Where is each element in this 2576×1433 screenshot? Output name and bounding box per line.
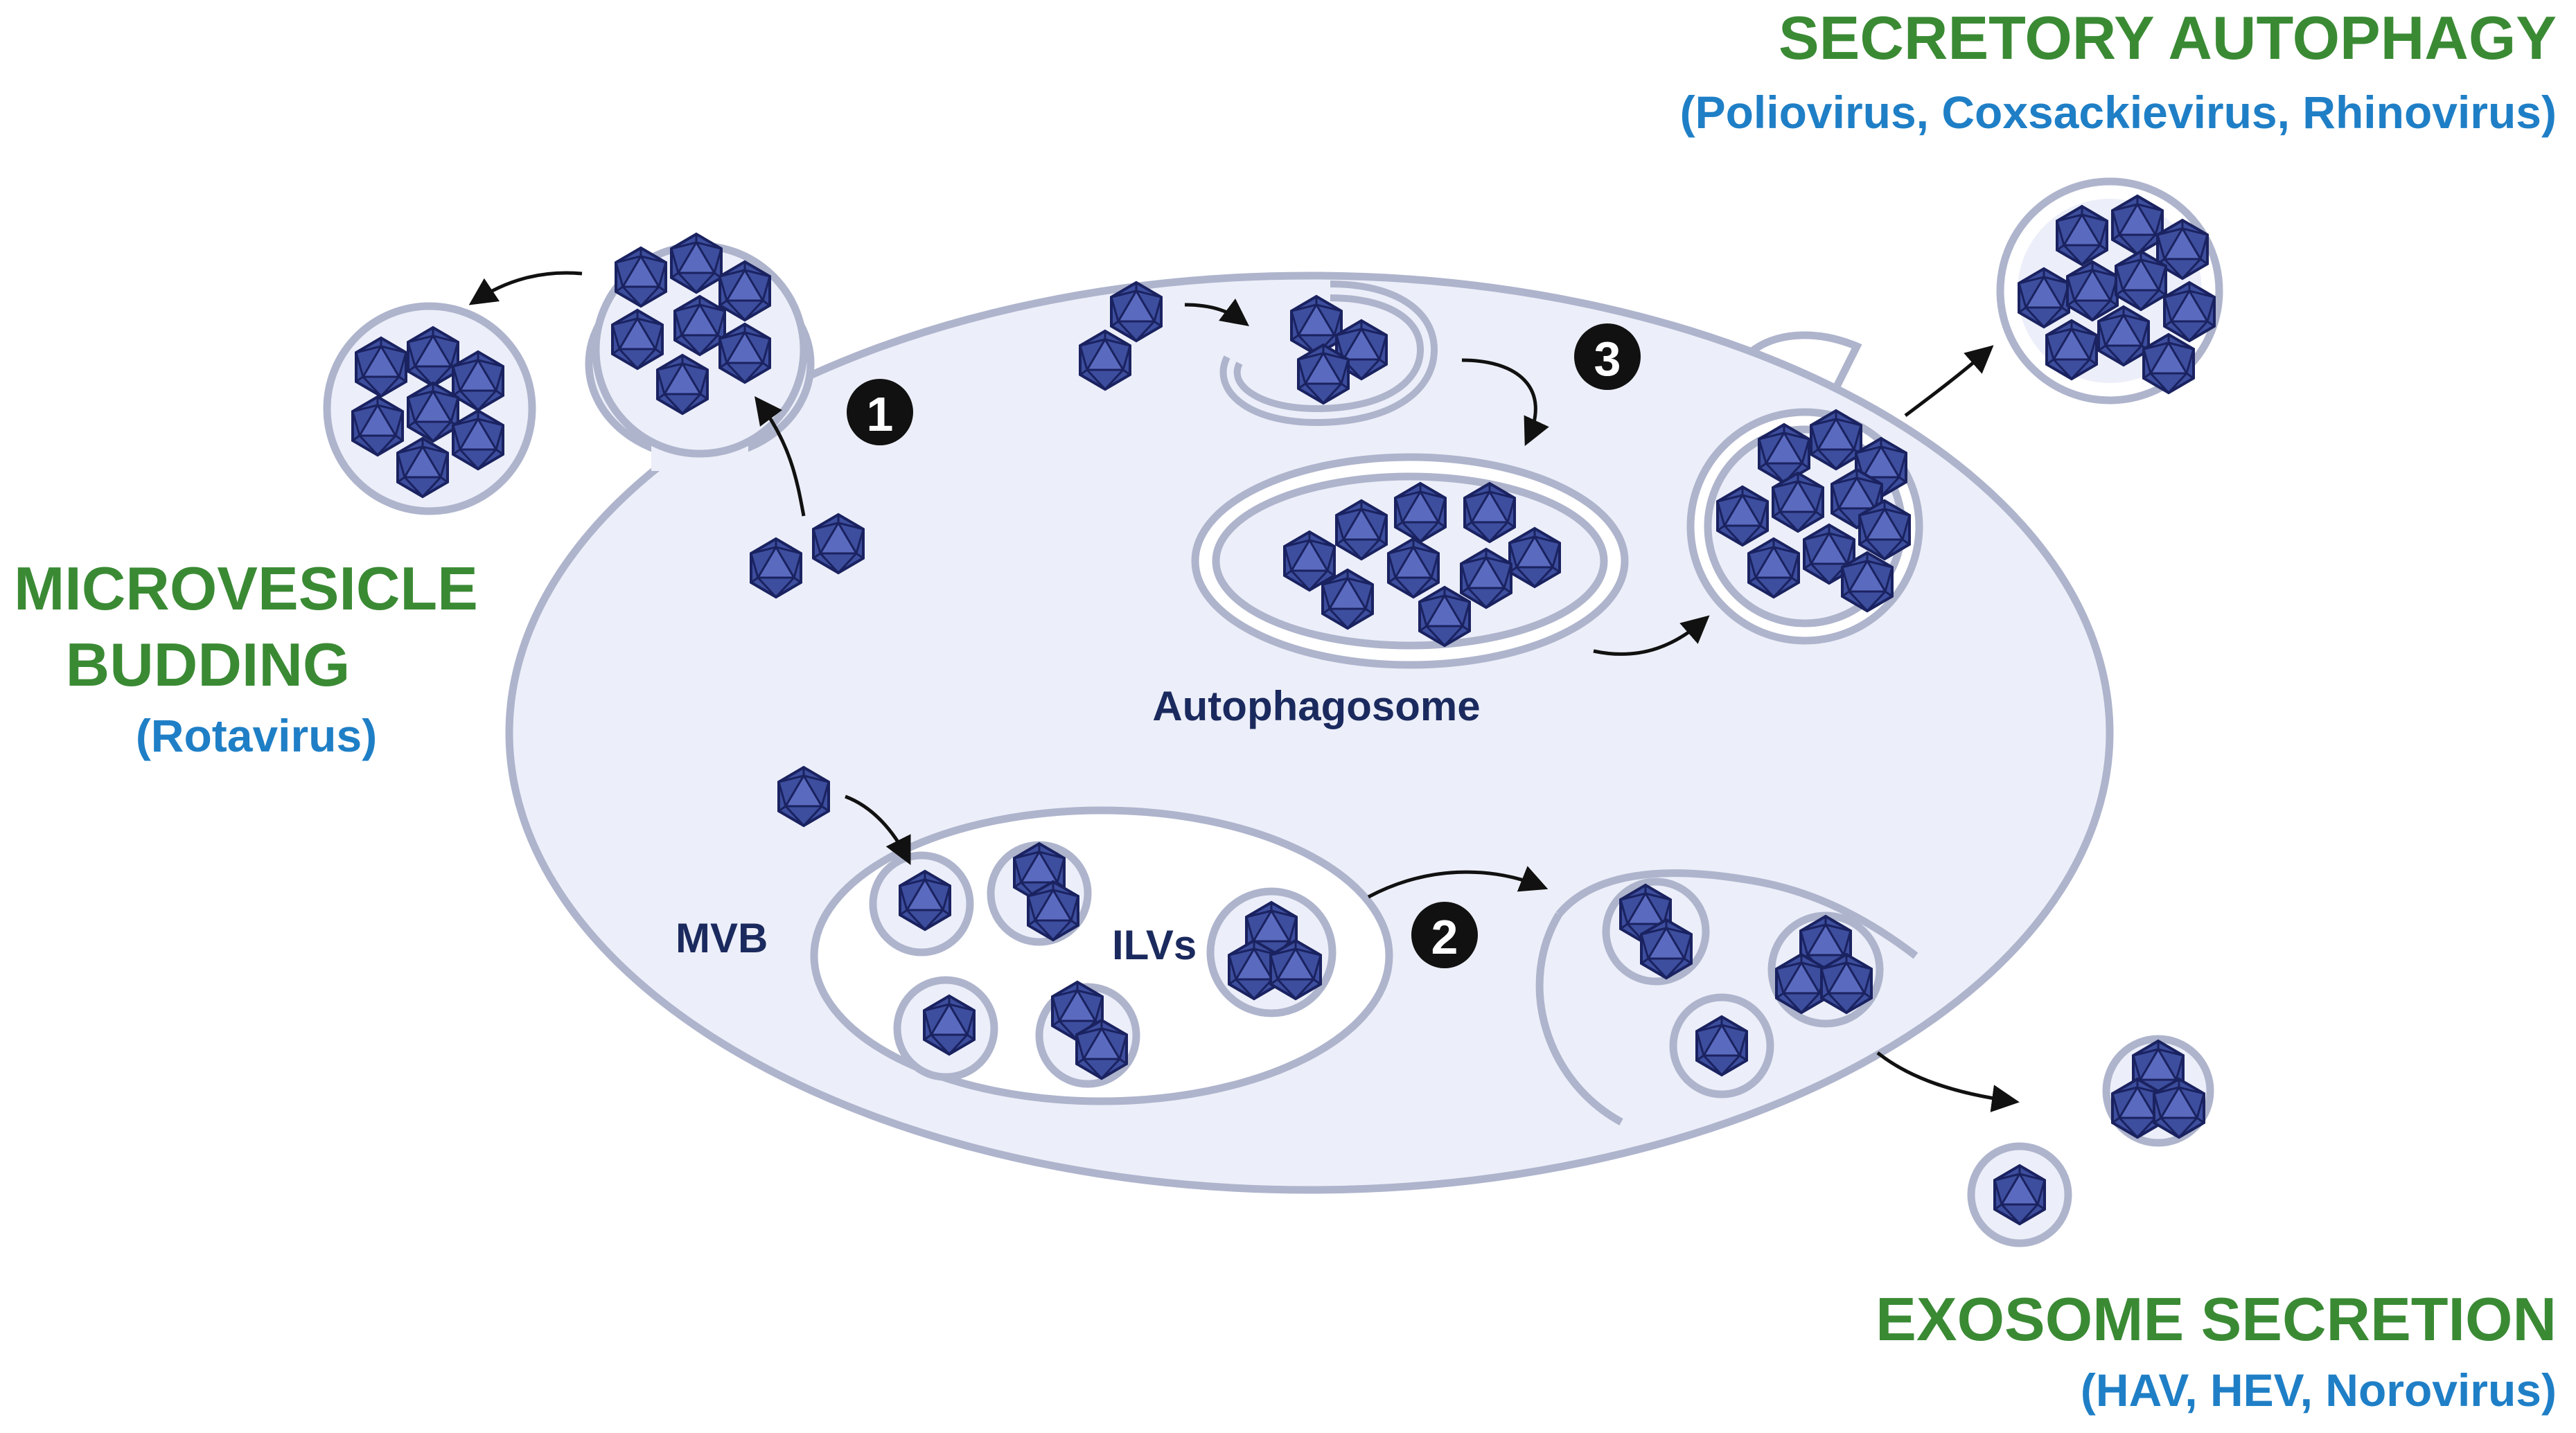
virus-particle-icon <box>1640 918 1693 979</box>
secretory-autophagy-group: 3 Autophagosome <box>1079 3 2557 729</box>
autophagosome-label: Autophagosome <box>1152 683 1480 729</box>
virus-particle-icon <box>750 537 802 598</box>
exosomes-releasing <box>1602 878 1884 1098</box>
arrow-icon <box>1461 358 1549 447</box>
virus-particle-icon <box>1297 344 1350 404</box>
virus-particle-icon <box>1695 1015 1748 1076</box>
virus-particle-icon <box>1335 499 1388 560</box>
virus-particle-icon <box>1772 472 1824 533</box>
virus-particle-icon <box>1079 330 1131 391</box>
virus-particle-icon <box>611 309 664 370</box>
virus-particle-icon <box>2045 319 2098 380</box>
virus-particle-icon <box>1321 569 1374 630</box>
budding-vesicle <box>592 233 808 458</box>
virus-particle-icon <box>1110 281 1163 342</box>
virus-particle-icon <box>615 247 667 308</box>
virus-particle-icon <box>351 395 404 456</box>
step-number-icon <box>1411 902 1478 968</box>
secreted-autophagic-vesicle <box>1996 177 2223 404</box>
virus-particle-icon <box>1810 409 1862 470</box>
virus-particle-icon <box>2066 260 2119 321</box>
virus-particle-icon <box>1075 1019 1128 1080</box>
virus-particle-icon <box>812 513 865 574</box>
virus-particle-icon <box>1460 548 1512 609</box>
virus-particle-icon <box>718 260 771 321</box>
microvesicle-title-line2: BUDDING <box>66 630 351 699</box>
arrow-icon <box>1904 345 1994 417</box>
virus-particle-icon <box>1290 295 1343 356</box>
step-number-icon <box>847 379 913 445</box>
virus-particle-icon <box>2111 195 2164 256</box>
virus-particle-icon <box>452 350 504 411</box>
virus-particle-icon <box>1269 939 1322 1000</box>
virus-particle-icon <box>1820 953 1873 1014</box>
autophagy-title: SECRETORY AUTOPHAGY <box>1779 3 2557 72</box>
virus-particle-icon <box>1027 880 1079 941</box>
ilvs-label: ILVs <box>1112 922 1197 968</box>
virus-particle-icon <box>670 233 723 294</box>
virus-particle-icon <box>1394 482 1447 543</box>
fusing-autophagosome <box>1686 331 1923 645</box>
autophagosome <box>1191 453 1629 669</box>
virus-particle-icon <box>1387 537 1440 598</box>
virus-particle-icon <box>1993 1164 2046 1225</box>
arrow-icon <box>1367 866 1549 899</box>
arrow-icon <box>468 271 583 305</box>
virus-particle-icon <box>777 766 830 827</box>
released-exosomes <box>1967 1035 2214 1247</box>
virus-particle-icon <box>407 326 459 387</box>
virus-particle-icon <box>2056 205 2108 266</box>
fusion-membrane <box>1555 869 1918 959</box>
virus-particle-icon <box>1418 586 1471 647</box>
virus-particle-icon <box>2142 333 2195 394</box>
virus-particle-icon <box>899 870 951 931</box>
virus-particle-icon <box>1716 486 1769 546</box>
virus-particle-icon <box>673 295 726 356</box>
step-number-icon <box>1574 323 1641 390</box>
exosome-title: EXOSOME SECRETION <box>1876 1285 2557 1353</box>
autophagy-viruses: (Poliovirus, Coxsackievirus, Rhinovirus) <box>1680 87 2557 138</box>
step-3-label: 3 <box>1594 332 1621 386</box>
virus-particle-icon <box>1463 482 1516 543</box>
mvb <box>810 806 1393 1105</box>
virus-particle-icon <box>1841 551 1894 612</box>
virus-particle-icon <box>2153 1078 2205 1139</box>
arrow-icon <box>1593 615 1710 656</box>
exosome-secretion-group: MVB ILVs 2 EXOSOME SECRETION (HAV, HEV, … <box>676 766 2557 1416</box>
mvb-label: MVB <box>676 915 768 961</box>
virus-particle-icon <box>1775 953 1828 1014</box>
arrow-icon <box>1184 299 1250 326</box>
virus-particle-icon <box>656 354 709 415</box>
released-microvesicle <box>323 302 536 515</box>
microvesicle-viruses: (Rotavirus) <box>136 710 377 761</box>
arrow-icon <box>1876 1051 2020 1112</box>
virus-particle-icon <box>2018 267 2070 328</box>
arrow-icon <box>755 395 806 517</box>
virus-particle-icon <box>355 337 407 398</box>
virus-particle-icon <box>2163 281 2216 342</box>
virus-particle-icon <box>2115 250 2167 311</box>
virus-particle-icon <box>1858 499 1911 560</box>
virus-particle-icon <box>452 409 504 470</box>
step-1-label: 1 <box>867 387 894 441</box>
arrow-icon <box>845 794 911 865</box>
exosome-viruses: (HAV, HEV, Norovirus) <box>2081 1364 2557 1416</box>
microvesicle-title-line1: MICROVESICLE <box>14 554 478 623</box>
virus-particle-icon <box>1508 527 1561 588</box>
virus-particle-icon <box>2097 305 2150 366</box>
virus-particle-icon <box>923 995 976 1056</box>
virus-particle-icon <box>396 437 449 498</box>
microvesicle-budding-group: 1 MICROVESICLE BUDDING (Rotavirus) <box>14 233 913 761</box>
virus-particle-icon <box>407 382 459 443</box>
virus-particle-icon <box>718 323 771 384</box>
step-2-label: 2 <box>1431 910 1458 964</box>
virus-particle-icon <box>1747 537 1800 598</box>
